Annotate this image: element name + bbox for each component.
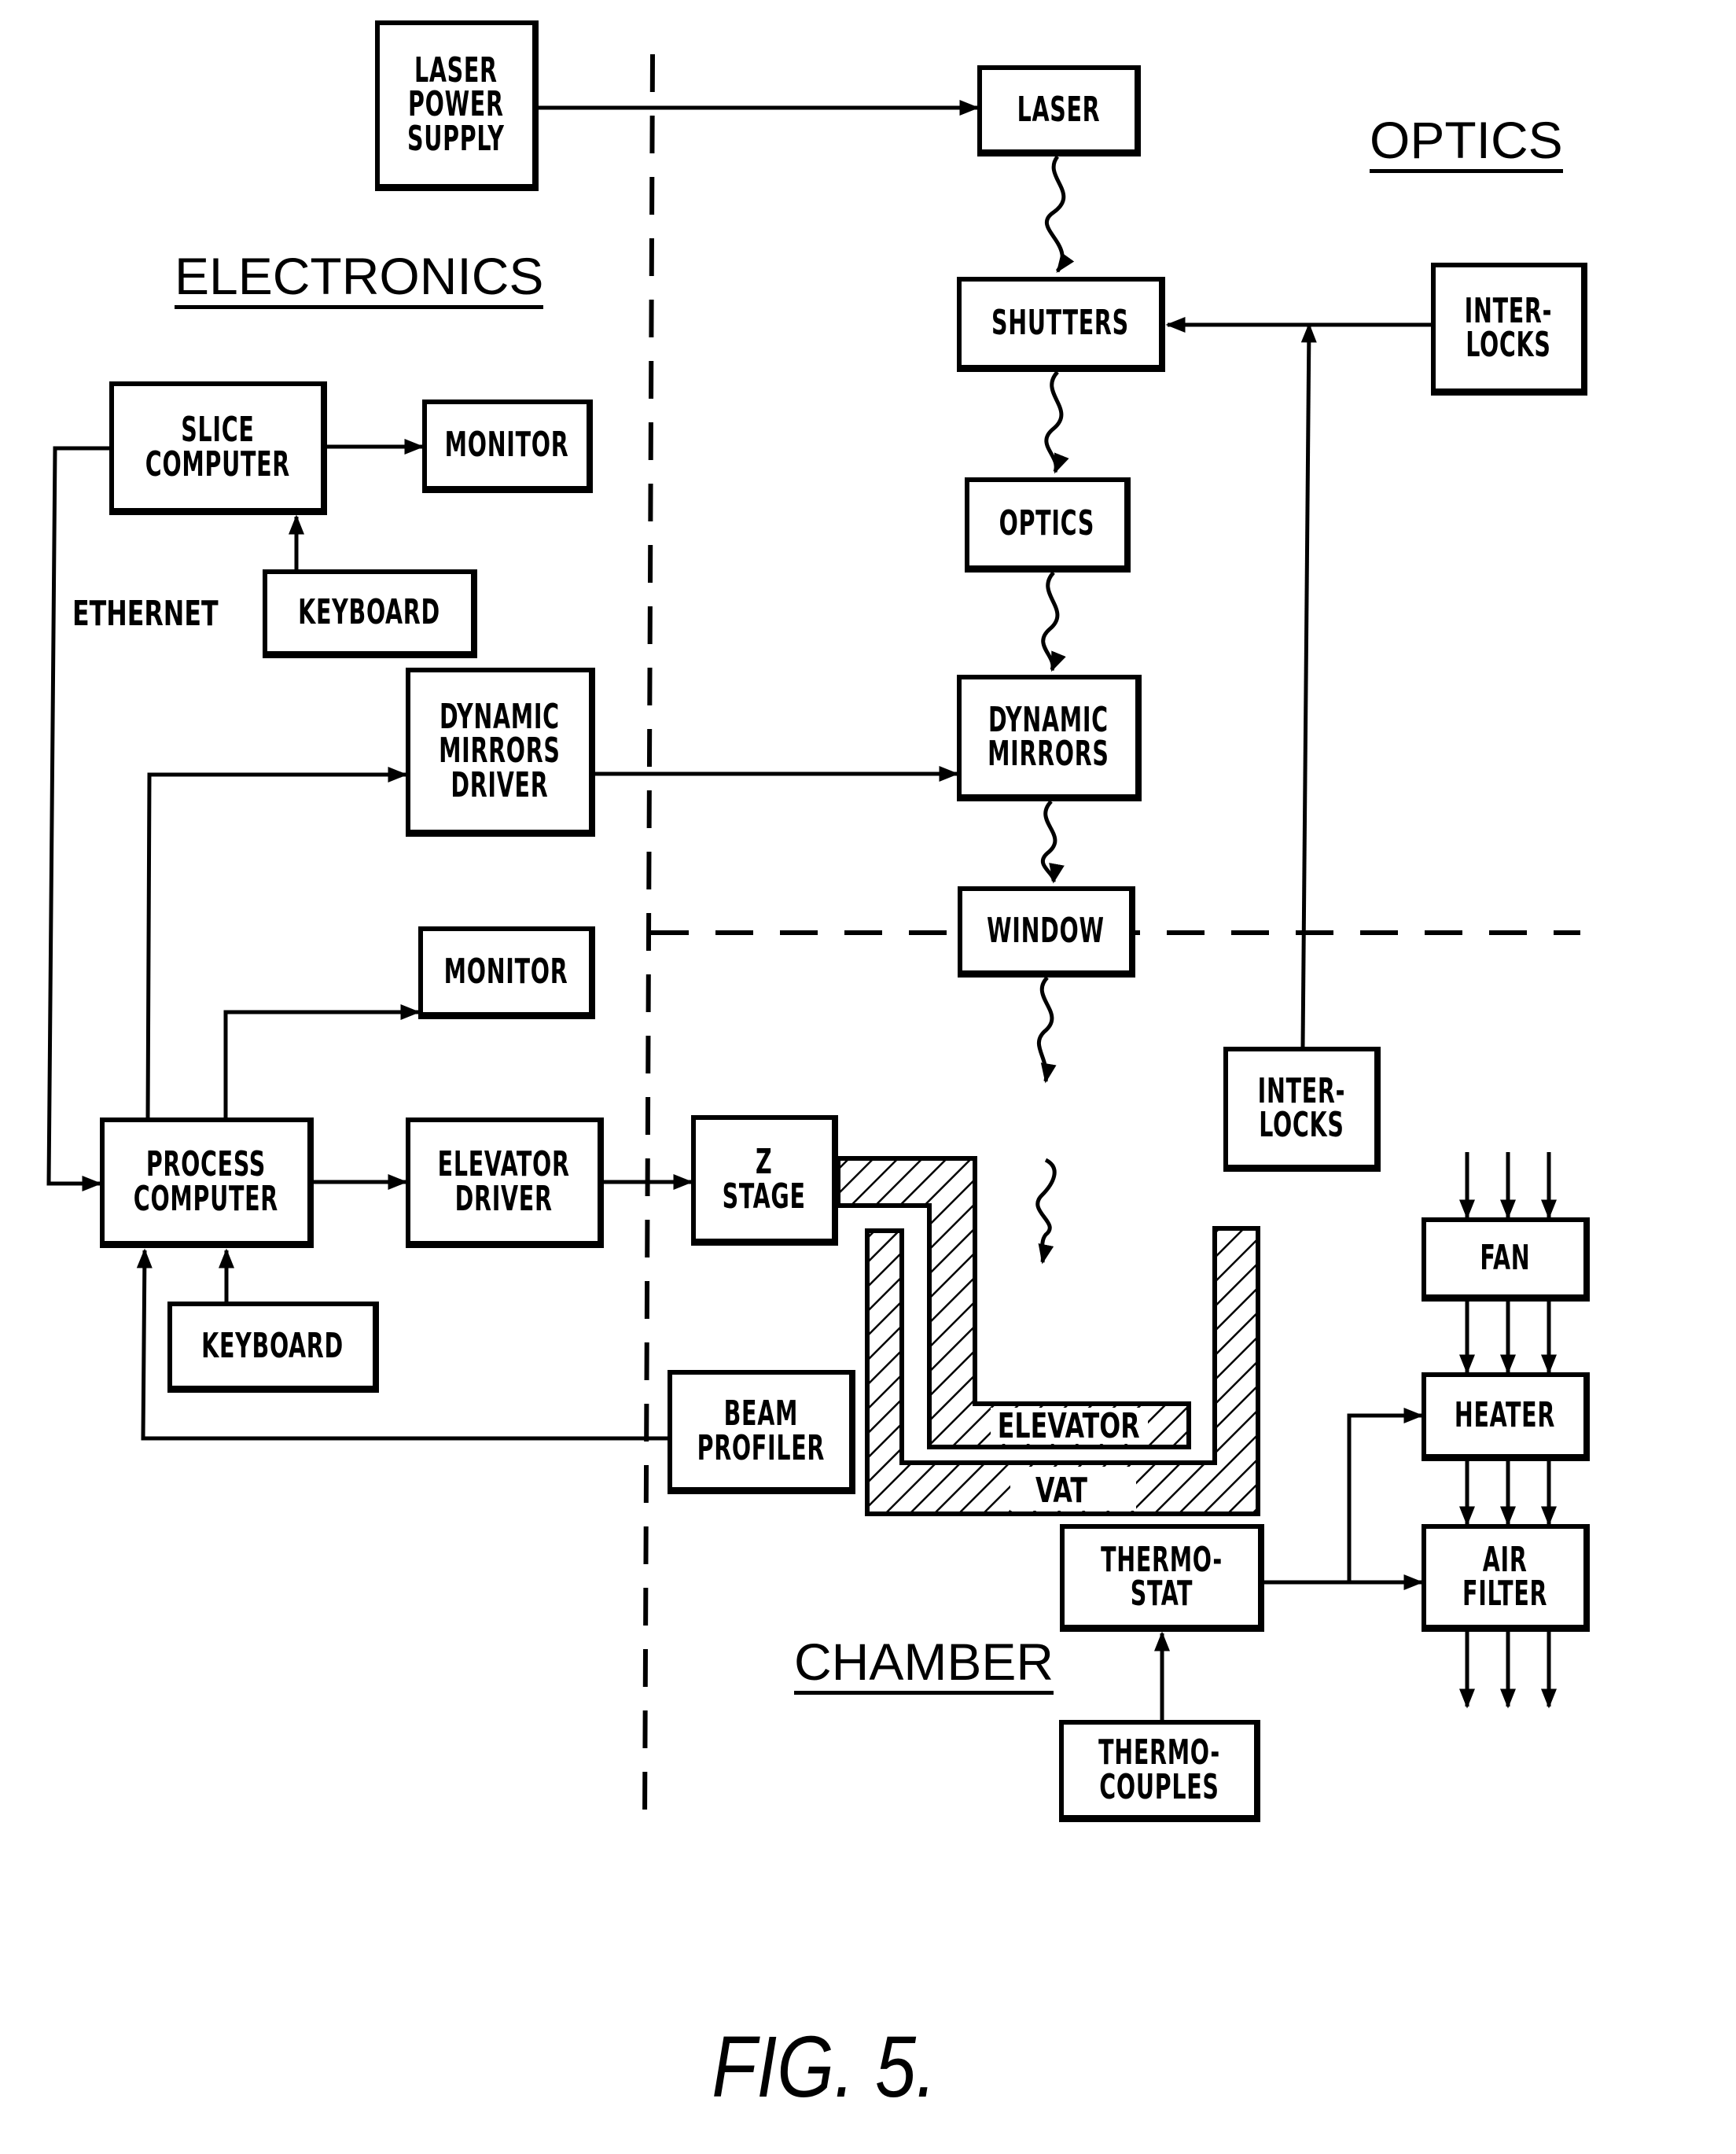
block-fan-label: FAN <box>1480 1241 1530 1275</box>
block-interlocks-chamber[interactable]: INTER- LOCKS <box>1223 1047 1381 1172</box>
block-thermocouples[interactable]: THERMO- COUPLES <box>1059 1720 1260 1822</box>
elevator-label: ELEVATOR <box>998 1406 1140 1447</box>
block-monitor-slice[interactable]: MONITOR <box>422 400 593 493</box>
block-beam-profiler[interactable]: BEAM PROFILER <box>668 1370 855 1494</box>
wire-ethernet <box>49 448 109 1184</box>
block-slice-computer[interactable]: SLICE COMPUTER <box>109 381 327 515</box>
beam-optics-mirrors <box>1043 573 1057 670</box>
beam-window-out <box>1039 978 1052 1081</box>
wire-thermostat-heater <box>1349 1416 1422 1582</box>
airflow-fan-heater <box>1467 1302 1549 1372</box>
block-shutters-label: SHUTTERS <box>991 306 1129 340</box>
figure-label: FIG. 5. <box>712 2017 936 2117</box>
block-window[interactable]: WINDOW <box>958 886 1135 978</box>
airflow-into-fan <box>1467 1152 1549 1217</box>
block-shutters[interactable]: SHUTTERS <box>957 277 1165 372</box>
section-heading-electronics: ELECTRONICS <box>175 250 543 309</box>
block-process-computer-label: PROCESS COMPUTER <box>134 1147 278 1215</box>
electronics-divider <box>645 54 653 1826</box>
block-keyboard-process[interactable]: KEYBOARD <box>167 1302 379 1393</box>
block-elevator-driver-label: ELEVATOR DRIVER <box>438 1147 570 1215</box>
block-optics-label: OPTICS <box>999 506 1095 540</box>
block-heater-label: HEATER <box>1455 1398 1555 1432</box>
beam-mirrors-window <box>1043 801 1055 882</box>
block-keyboard-slice[interactable]: KEYBOARD <box>263 569 477 658</box>
block-interlocks-chamber-label: INTER- LOCKS <box>1257 1074 1344 1142</box>
block-laser-label: LASER <box>1017 93 1100 127</box>
block-dynamic-mirrors-driver[interactable]: DYNAMIC MIRRORS DRIVER <box>406 668 595 837</box>
block-thermostat[interactable]: THERMO- STAT <box>1060 1524 1264 1632</box>
block-air-filter[interactable]: AIR FILTER <box>1422 1524 1590 1632</box>
block-heater[interactable]: HEATER <box>1422 1372 1590 1461</box>
block-laser[interactable]: LASER <box>977 65 1141 156</box>
block-monitor-process[interactable]: MONITOR <box>418 926 595 1019</box>
block-laser-power-supply-label: LASER POWER SUPPLY <box>407 53 505 155</box>
airflow-heater-filter <box>1467 1461 1549 1524</box>
section-heading-optics: OPTICS <box>1370 114 1563 173</box>
wire-interlocks2-shutters <box>1303 325 1309 1047</box>
block-slice-computer-label: SLICE COMPUTER <box>145 413 289 481</box>
block-monitor-process-label: MONITOR <box>444 955 568 989</box>
block-optics[interactable]: OPTICS <box>965 477 1131 573</box>
block-thermocouples-label: THERMO- COUPLES <box>1098 1736 1220 1803</box>
block-window-label: WINDOW <box>987 914 1105 948</box>
block-interlocks-optics-label: INTER- LOCKS <box>1465 294 1552 362</box>
block-interlocks-optics[interactable]: INTER- LOCKS <box>1431 263 1587 396</box>
block-keyboard-slice-label: KEYBOARD <box>298 595 440 629</box>
beam-to-vat <box>1038 1160 1054 1262</box>
beam-laser-shutters <box>1046 156 1063 271</box>
block-beam-profiler-label: BEAM PROFILER <box>697 1397 824 1464</box>
block-thermostat-label: THERMO- STAT <box>1101 1543 1223 1611</box>
airflow-out-filter <box>1467 1632 1549 1707</box>
block-dynamic-mirrors-driver-label: DYNAMIC MIRRORS DRIVER <box>439 700 561 801</box>
wire-process-monitor <box>226 1012 418 1118</box>
block-elevator-driver[interactable]: ELEVATOR DRIVER <box>406 1118 604 1248</box>
block-process-computer[interactable]: PROCESS COMPUTER <box>100 1118 314 1248</box>
wire-process-mirrorsdriver <box>148 775 406 1118</box>
block-laser-power-supply[interactable]: LASER POWER SUPPLY <box>375 20 539 191</box>
vat-label: VAT <box>1035 1471 1087 1511</box>
block-monitor-slice-label: MONITOR <box>445 428 569 462</box>
beam-shutters-optics <box>1046 372 1061 472</box>
section-heading-chamber: CHAMBER <box>794 1636 1054 1695</box>
block-fan[interactable]: FAN <box>1422 1217 1590 1302</box>
block-dynamic-mirrors-label: DYNAMIC MIRRORS <box>988 703 1109 771</box>
block-air-filter-label: AIR FILTER <box>1462 1543 1547 1611</box>
block-dynamic-mirrors[interactable]: DYNAMIC MIRRORS <box>957 675 1142 801</box>
block-z-stage-label: Z STAGE <box>722 1145 805 1213</box>
ethernet-label: ETHERNET <box>72 594 219 634</box>
block-z-stage[interactable]: Z STAGE <box>691 1115 838 1246</box>
block-keyboard-process-label: KEYBOARD <box>201 1329 344 1363</box>
